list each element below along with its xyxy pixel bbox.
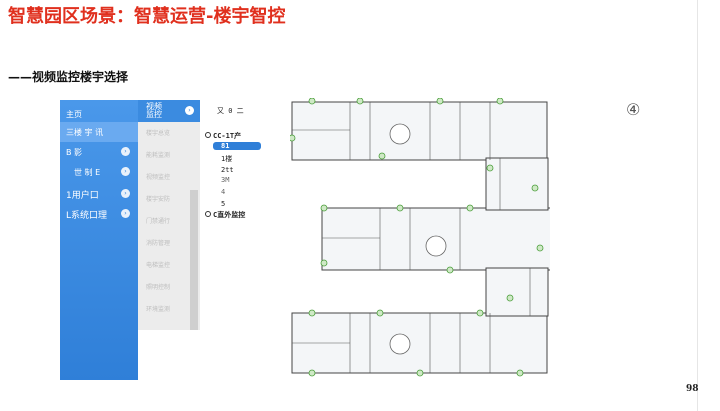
slide-title: 智慧园区场景：智慧运营-楼宇智控 [8,6,286,27]
tree-footer[interactable]: C直外监控 [213,211,246,219]
plan-connector-lower [485,267,549,317]
nav-item-control[interactable]: 世 制 E › [60,162,138,182]
tree-item[interactable]: 2tt [221,166,234,174]
tree-group[interactable]: CC-1T产 [213,132,242,140]
camera-icon[interactable] [531,184,539,192]
camera-icon[interactable] [320,259,328,267]
camera-icon[interactable] [376,309,384,317]
sub-nav-item[interactable]: 电梯监控 [146,262,171,269]
plan-wing-top [291,101,548,161]
step-badge: ④ [626,100,641,119]
plan-hub [425,235,447,257]
camera-icon[interactable] [476,309,484,317]
camera-icon[interactable] [308,369,316,377]
tree-header: 又 0 二 [217,107,244,115]
camera-icon[interactable] [308,98,316,105]
radio-icon[interactable] [205,132,211,138]
nav-item-label: 三楼 宇 讯 [66,127,104,137]
tree-item[interactable]: 1楼 [221,155,233,163]
nav-item-label: B 影 [66,147,83,157]
slide-subtitle: ——视频监控楼宇选择 [8,70,129,84]
sub-nav-panel: 视频 监控 › 楼宇总览 能耗监测 视频监控 楼宇安防 门禁通行 消防管理 电梯… [138,100,200,330]
chevron-icon: › [121,147,130,156]
tree-item[interactable]: 4 [221,188,226,196]
plan-connector-upper [485,157,549,211]
nav-item-label: L系统口理 [66,210,108,221]
camera-icon[interactable] [416,369,424,377]
chevron-icon: › [185,106,194,115]
sub-nav-header-label: 视频 监控 [146,102,162,119]
camera-icon[interactable] [308,309,316,317]
camera-icon[interactable] [486,164,494,172]
camera-icon[interactable] [496,98,504,105]
camera-icon[interactable] [396,204,404,212]
chevron-icon: › [121,209,130,218]
floor-plan [290,98,550,377]
plan-hub [389,123,411,145]
tree-item[interactable]: 3M [221,176,230,184]
camera-icon[interactable] [446,266,454,274]
nav-item-system[interactable]: L系统口理 › [60,204,138,224]
sub-nav-item[interactable]: 楼宇总览 [146,130,171,137]
sub-nav-header[interactable]: 视频 监控 › [138,100,200,122]
sub-nav-scrollbar[interactable] [190,190,198,330]
nav-item-building[interactable]: 三楼 宇 讯 [60,122,138,142]
camera-icon[interactable] [466,204,474,212]
nav-item-label: 主页 [66,109,82,119]
sub-nav-item[interactable]: 消防管理 [146,240,171,247]
camera-icon[interactable] [290,134,296,142]
camera-icon[interactable] [436,98,444,105]
selected-building-highlight [213,142,261,150]
camera-icon[interactable] [516,369,524,377]
sub-nav-item[interactable]: 环境监测 [146,306,171,313]
plan-hub [389,333,411,355]
tree-item[interactable]: 5 [221,200,226,208]
page-number: 98 [686,384,699,394]
radio-icon[interactable] [205,211,211,217]
camera-icon[interactable] [378,152,386,160]
building-tree: 又 0 二 CC-1T产 81 1楼 2tt 3M 4 5 C直外监控 [203,100,283,230]
chevron-icon: › [121,189,130,198]
camera-icon[interactable] [536,244,544,252]
nav-item-home[interactable]: 主页 [60,104,138,124]
sub-nav-item[interactable]: 照明控制 [146,284,171,291]
sub-nav-item[interactable]: 视频监控 [146,174,171,181]
camera-icon[interactable] [506,294,514,302]
nav-item-label: 1用户口 [66,190,99,201]
sub-nav-item[interactable]: 楼宇安防 [146,196,171,203]
slide-divider [697,0,698,411]
camera-icon[interactable] [320,204,328,212]
nav-item-label: 世 制 E [74,167,101,177]
camera-icon[interactable] [356,98,364,105]
sub-nav-item[interactable]: 能耗监测 [146,152,171,159]
sub-nav-item[interactable]: 门禁通行 [146,218,171,225]
tree-item-selected[interactable]: 81 [221,142,230,150]
nav-item-video[interactable]: B 影 › [60,142,138,162]
chevron-icon: › [121,167,130,176]
nav-item-users[interactable]: 1用户口 › [60,184,138,204]
main-nav-panel: 主页 三楼 宇 讯 B 影 › 世 制 E › 1用户口 › L系统口理 › [60,100,138,380]
